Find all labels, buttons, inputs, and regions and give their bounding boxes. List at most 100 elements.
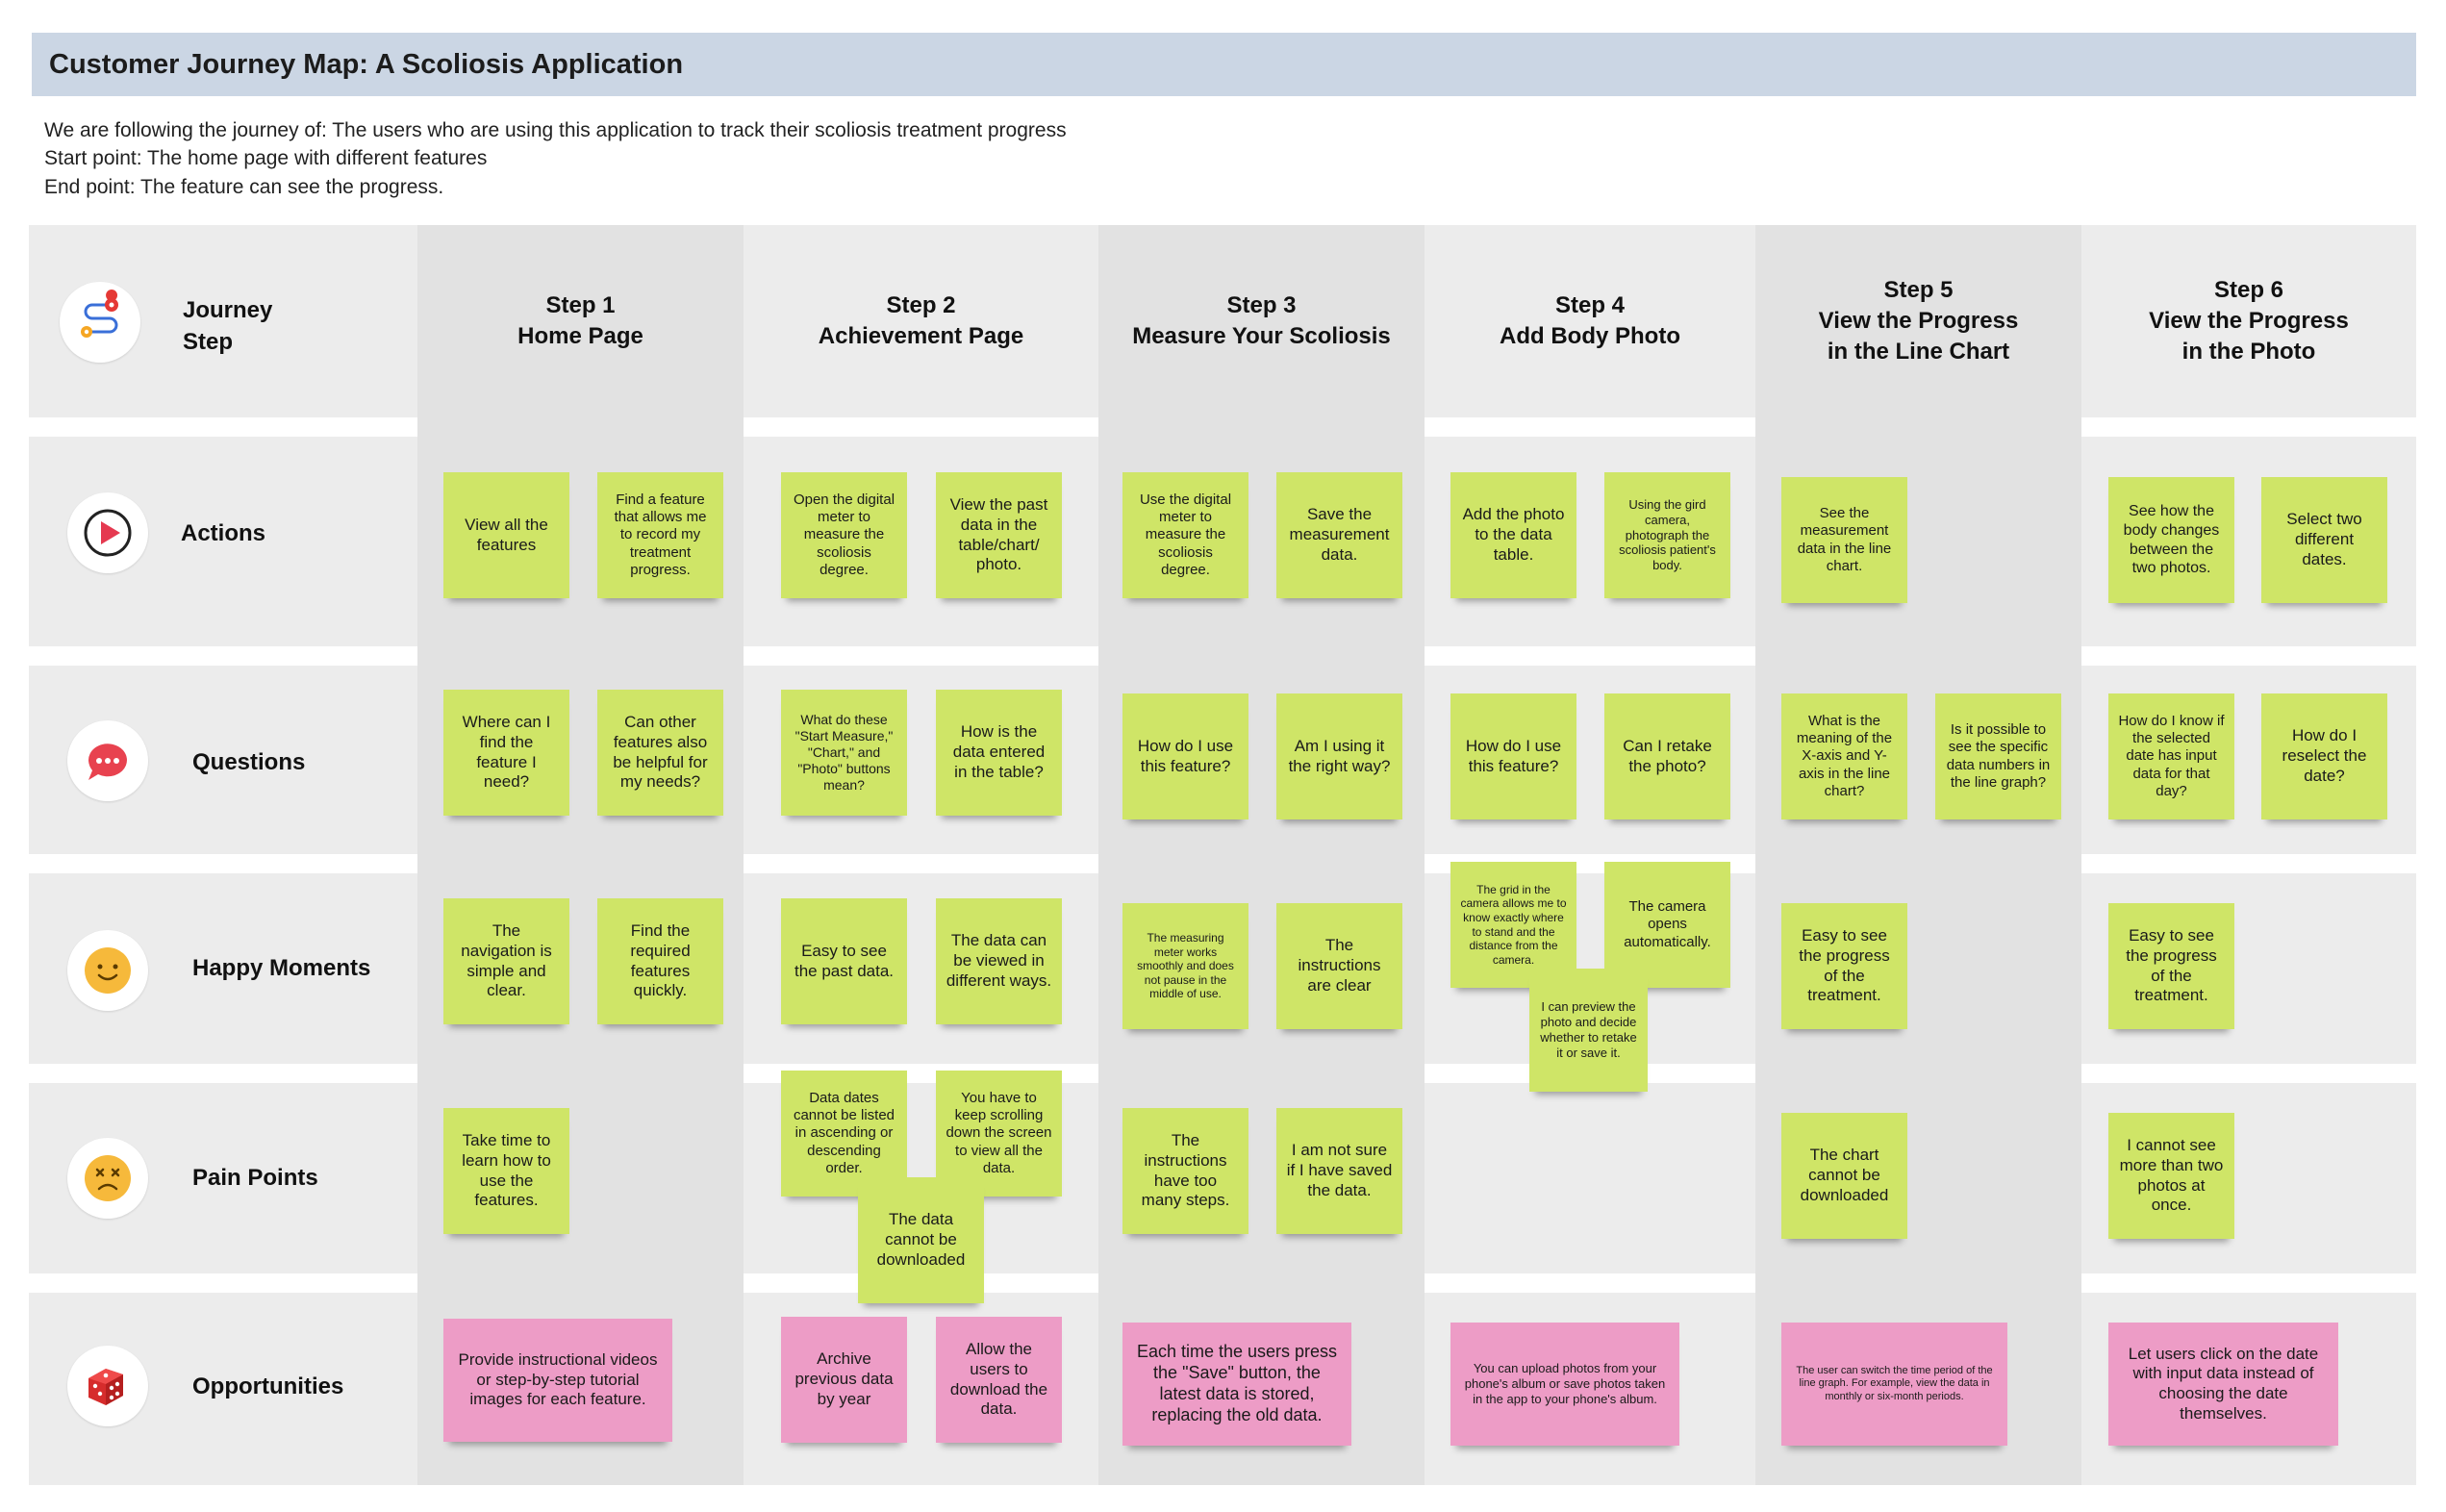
dice-icon <box>88 1369 123 1405</box>
sticky-note-question: How do I reselect the date? <box>2261 693 2387 819</box>
sticky-note-question: What is the meaning of the X-axis and Y-… <box>1781 693 1907 819</box>
sticky-note-opportunity: You can upload photos from your phone's … <box>1450 1323 1679 1446</box>
sticky-note-text: Use the digital meter to measure the sco… <box>1139 491 1232 578</box>
sticky-note-text: How do I use this feature? <box>1465 736 1562 775</box>
sticky-note-happy-moment: The navigation is simple and clear. <box>443 898 569 1024</box>
sticky-note-text: Save the measurement data. <box>1289 505 1390 564</box>
sticky-note-happy-moment: Easy to see the progress of the treatmen… <box>2108 903 2234 1029</box>
sticky-note-question: Am I using it the right way? <box>1276 693 1402 819</box>
sticky-note-question: Can I retake the photo? <box>1604 693 1730 819</box>
sticky-note-question: Can other features also be helpful for m… <box>597 690 723 816</box>
intro-start-point: Start point: The home page with differen… <box>44 147 488 169</box>
sticky-note-text: How do I know if the selected date has i… <box>2118 712 2225 799</box>
sticky-note-action: Open the digital meter to measure the sc… <box>781 472 907 598</box>
page-title: Customer Journey Map: A Scoliosis Applic… <box>32 33 2416 96</box>
sticky-note-pain-point: You have to keep scrolling down the scre… <box>936 1071 1062 1197</box>
column-shade-step-1 <box>417 225 744 1485</box>
sticky-note-opportunity: Allow the users to download the data. <box>936 1317 1062 1443</box>
sticky-note-action: View all the features <box>443 472 569 598</box>
sticky-note-text: The data can be viewed in different ways… <box>946 931 1052 990</box>
column-shade-step-5 <box>1755 225 2081 1485</box>
sticky-note-happy-moment: The grid in the camera allows me to know… <box>1450 862 1576 988</box>
sticky-note-pain-point: The instructions have too many steps. <box>1122 1108 1248 1234</box>
sticky-note-text: Find a feature that allows me to record … <box>614 491 707 578</box>
sticky-note-pain-point: Take time to learn how to use the featur… <box>443 1108 569 1234</box>
sticky-note-text: Each time the users press the "Save" but… <box>1136 1342 1338 1424</box>
step-header-6: Step 6 View the Progress in the Photo <box>2149 277 2349 365</box>
sticky-note-happy-moment: Easy to see the past data. <box>781 898 907 1024</box>
column-shade-step-3 <box>1098 225 1425 1485</box>
sticky-note-happy-moment: The instructions are clear <box>1276 903 1402 1029</box>
sticky-note-question: Is it possible to see the specific data … <box>1935 693 2061 819</box>
sticky-note-opportunity: Let users click on the date with input d… <box>2108 1323 2338 1446</box>
sticky-note-action: Select two different dates. <box>2261 477 2387 603</box>
sticky-note-text: Using the gird camera, photograph the sc… <box>1619 496 1716 573</box>
sticky-note-opportunity: The user can switch the time period of t… <box>1781 1323 2007 1446</box>
sticky-note-text: Take time to learn how to use the featur… <box>462 1131 551 1210</box>
sticky-note-opportunity: Archive previous data by year <box>781 1317 907 1443</box>
sticky-note-text: You can upload photos from your phone's … <box>1464 1361 1666 1406</box>
step-header-1: Step 1 Home Page <box>517 292 643 349</box>
sticky-note-text: Data dates cannot be listed in ascending… <box>793 1089 895 1176</box>
sticky-note-text: I can preview the photo and decide wheth… <box>1540 999 1637 1060</box>
sticky-note-action: See the measurement data in the line cha… <box>1781 477 1907 603</box>
step-header-5: Step 5 View the Progress in the Line Cha… <box>1818 277 2019 365</box>
sticky-note-text: The instructions are clear <box>1298 936 1381 995</box>
sticky-note-text: Am I using it the right way? <box>1288 736 1391 775</box>
sticky-note-text: The camera opens automatically. <box>1624 898 1711 950</box>
play-button-icon <box>84 509 132 557</box>
sticky-note-text: Find the required features quickly. <box>630 921 691 1000</box>
sticky-note-text: How do I reselect the date? <box>2282 726 2367 785</box>
row-label-opportunities: Opportunities <box>192 1373 344 1399</box>
sticky-note-happy-moment: The data can be viewed in different ways… <box>936 898 1062 1024</box>
sticky-note-text: The navigation is simple and clear. <box>461 921 552 1000</box>
sticky-note-action: Use the digital meter to measure the sco… <box>1122 472 1248 598</box>
sticky-note-text: Select two different dates. <box>2286 510 2362 568</box>
sticky-note-pain-point: I am not sure if I have saved the data. <box>1276 1108 1402 1234</box>
sticky-note-text: See how the body changes between the two… <box>2123 503 2220 577</box>
sticky-note-text: You have to keep scrolling down the scre… <box>946 1089 1052 1176</box>
sticky-note-text: Add the photo to the data table. <box>1462 505 1565 564</box>
step-header-3: Step 3 Measure Your Scoliosis <box>1132 292 1391 349</box>
sticky-note-text: The data cannot be downloaded <box>876 1210 966 1269</box>
sticky-note-text: What is the meaning of the X-axis and Y-… <box>1796 712 1893 799</box>
sticky-note-happy-moment: Easy to see the progress of the treatmen… <box>1781 903 1907 1029</box>
journey-step-icon-badge <box>60 282 140 363</box>
sticky-note-opportunity: Each time the users press the "Save" but… <box>1122 1323 1351 1446</box>
sticky-note-text: The user can switch the time period of t… <box>1796 1364 1993 1402</box>
sticky-note-action: Add the photo to the data table. <box>1450 472 1576 598</box>
sticky-note-action: Using the gird camera, photograph the sc… <box>1604 472 1730 598</box>
sticky-note-text: Is it possible to see the specific data … <box>1946 720 2051 791</box>
sticky-note-happy-moment: Find the required features quickly. <box>597 898 723 1024</box>
sticky-note-text: I cannot see more than two photos at onc… <box>2119 1136 2224 1215</box>
row-label-happy-moments: Happy Moments <box>192 955 371 981</box>
step-header-4: Step 4 Add Body Photo <box>1500 292 1680 349</box>
sticky-note-text: How is the data entered in the table? <box>952 722 1046 781</box>
row-label-actions: Actions <box>181 520 266 546</box>
sticky-note-question: Where can I find the feature I need? <box>443 690 569 816</box>
pain-points-icon-badge <box>67 1138 148 1219</box>
sticky-note-text: Archive previous data by year <box>794 1349 894 1408</box>
sticky-note-text: Can other features also be helpful for m… <box>613 713 708 792</box>
sticky-note-happy-moment: The camera opens automatically. <box>1604 862 1730 988</box>
sticky-note-text: Provide instructional videos or step-by-… <box>458 1349 658 1409</box>
sticky-note-question: How is the data entered in the table? <box>936 690 1062 816</box>
sticky-note-text: View the past data in the table/chart/ p… <box>949 495 1048 574</box>
sticky-note-happy-moment: I can preview the photo and decide wheth… <box>1529 969 1648 1092</box>
sticky-note-pain-point: I cannot see more than two photos at onc… <box>2108 1113 2234 1239</box>
sticky-note-text: Easy to see the past data. <box>794 941 895 980</box>
sticky-note-text: Where can I find the feature I need? <box>462 713 551 792</box>
intro-following: We are following the journey of: The use… <box>44 119 1067 141</box>
sticky-note-question: How do I know if the selected date has i… <box>2108 693 2234 819</box>
sticky-note-text: The instructions have too many steps. <box>1141 1131 1230 1210</box>
intro-end-point: End point: The feature can see the progr… <box>44 176 444 198</box>
row-label-journey-step: Journey Step <box>183 297 273 355</box>
sticky-note-text: I am not sure if I have saved the data. <box>1286 1141 1393 1199</box>
happy-moments-icon-badge <box>67 930 148 1011</box>
sticky-note-question: How do I use this feature? <box>1450 693 1576 819</box>
sticky-note-action: Find a feature that allows me to record … <box>597 472 723 598</box>
sticky-note-question: How do I use this feature? <box>1122 693 1248 819</box>
sticky-note-pain-point: Data dates cannot be listed in ascending… <box>781 1071 907 1197</box>
sticky-note-action: View the past data in the table/chart/ p… <box>936 472 1062 598</box>
sticky-note-text: How do I use this feature? <box>1137 736 1234 775</box>
